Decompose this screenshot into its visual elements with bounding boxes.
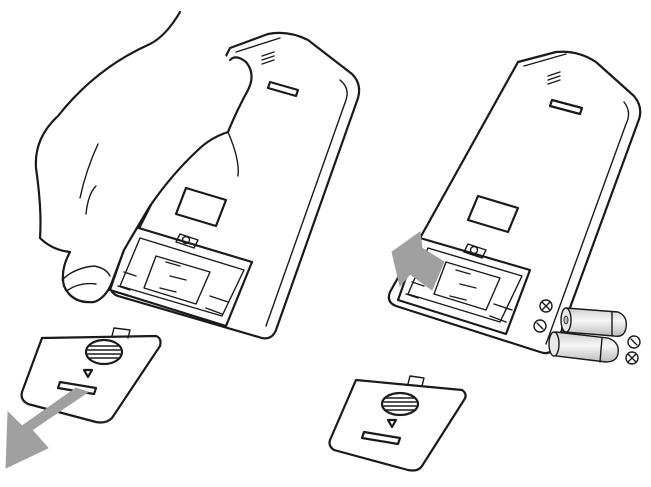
battery-cover-icon-right <box>328 375 467 472</box>
cover-slot <box>360 430 402 446</box>
finger-line-2 <box>85 185 97 215</box>
battery-icon-lower <box>548 331 619 363</box>
speaker-grille-icon <box>380 391 420 417</box>
remote-top-edge <box>235 37 281 53</box>
remote-side-edge <box>265 79 348 327</box>
remote-top-edge <box>523 53 567 67</box>
remote-label-window <box>174 186 228 228</box>
palm-line <box>227 131 239 177</box>
hand-icon <box>34 10 253 304</box>
step-2-insert-batteries <box>328 50 642 472</box>
battery-cover-icon-left <box>20 327 162 424</box>
step-1-remove-cover <box>5 10 361 469</box>
thumbnail-line <box>61 265 111 281</box>
remote-label-window <box>466 194 520 234</box>
polarity-plus-icon-2 <box>625 351 639 365</box>
finger-line-1 <box>79 143 99 199</box>
arrow-icon-remove-cover <box>5 387 90 469</box>
remote-top-slider <box>548 98 584 116</box>
polarity-minus-icon-2 <box>627 335 641 349</box>
cover-tab <box>111 327 131 339</box>
cover-outline <box>328 378 467 472</box>
remote-control-left <box>108 31 361 340</box>
remote-top-slider <box>266 80 300 98</box>
speaker-grille-icon <box>84 338 124 366</box>
polarity-plus-icon-1 <box>539 299 553 313</box>
remote-control-right <box>387 50 642 355</box>
remote-side-edge <box>545 101 630 345</box>
remote-top-slots-icon <box>261 51 275 65</box>
cover-triangle-icon <box>386 418 398 429</box>
polarity-minus-icon-1 <box>533 319 547 333</box>
remote-top-slots-icon <box>547 71 561 85</box>
thumb-crease <box>67 282 97 291</box>
cover-triangle-icon <box>82 368 94 379</box>
hand-outline <box>34 10 253 304</box>
arrow-icon-insert <box>391 231 445 291</box>
battery-compartment-left <box>108 224 254 328</box>
cover-tab <box>407 375 425 387</box>
battery-icon-upper <box>560 307 628 338</box>
cover-outline <box>20 334 162 424</box>
